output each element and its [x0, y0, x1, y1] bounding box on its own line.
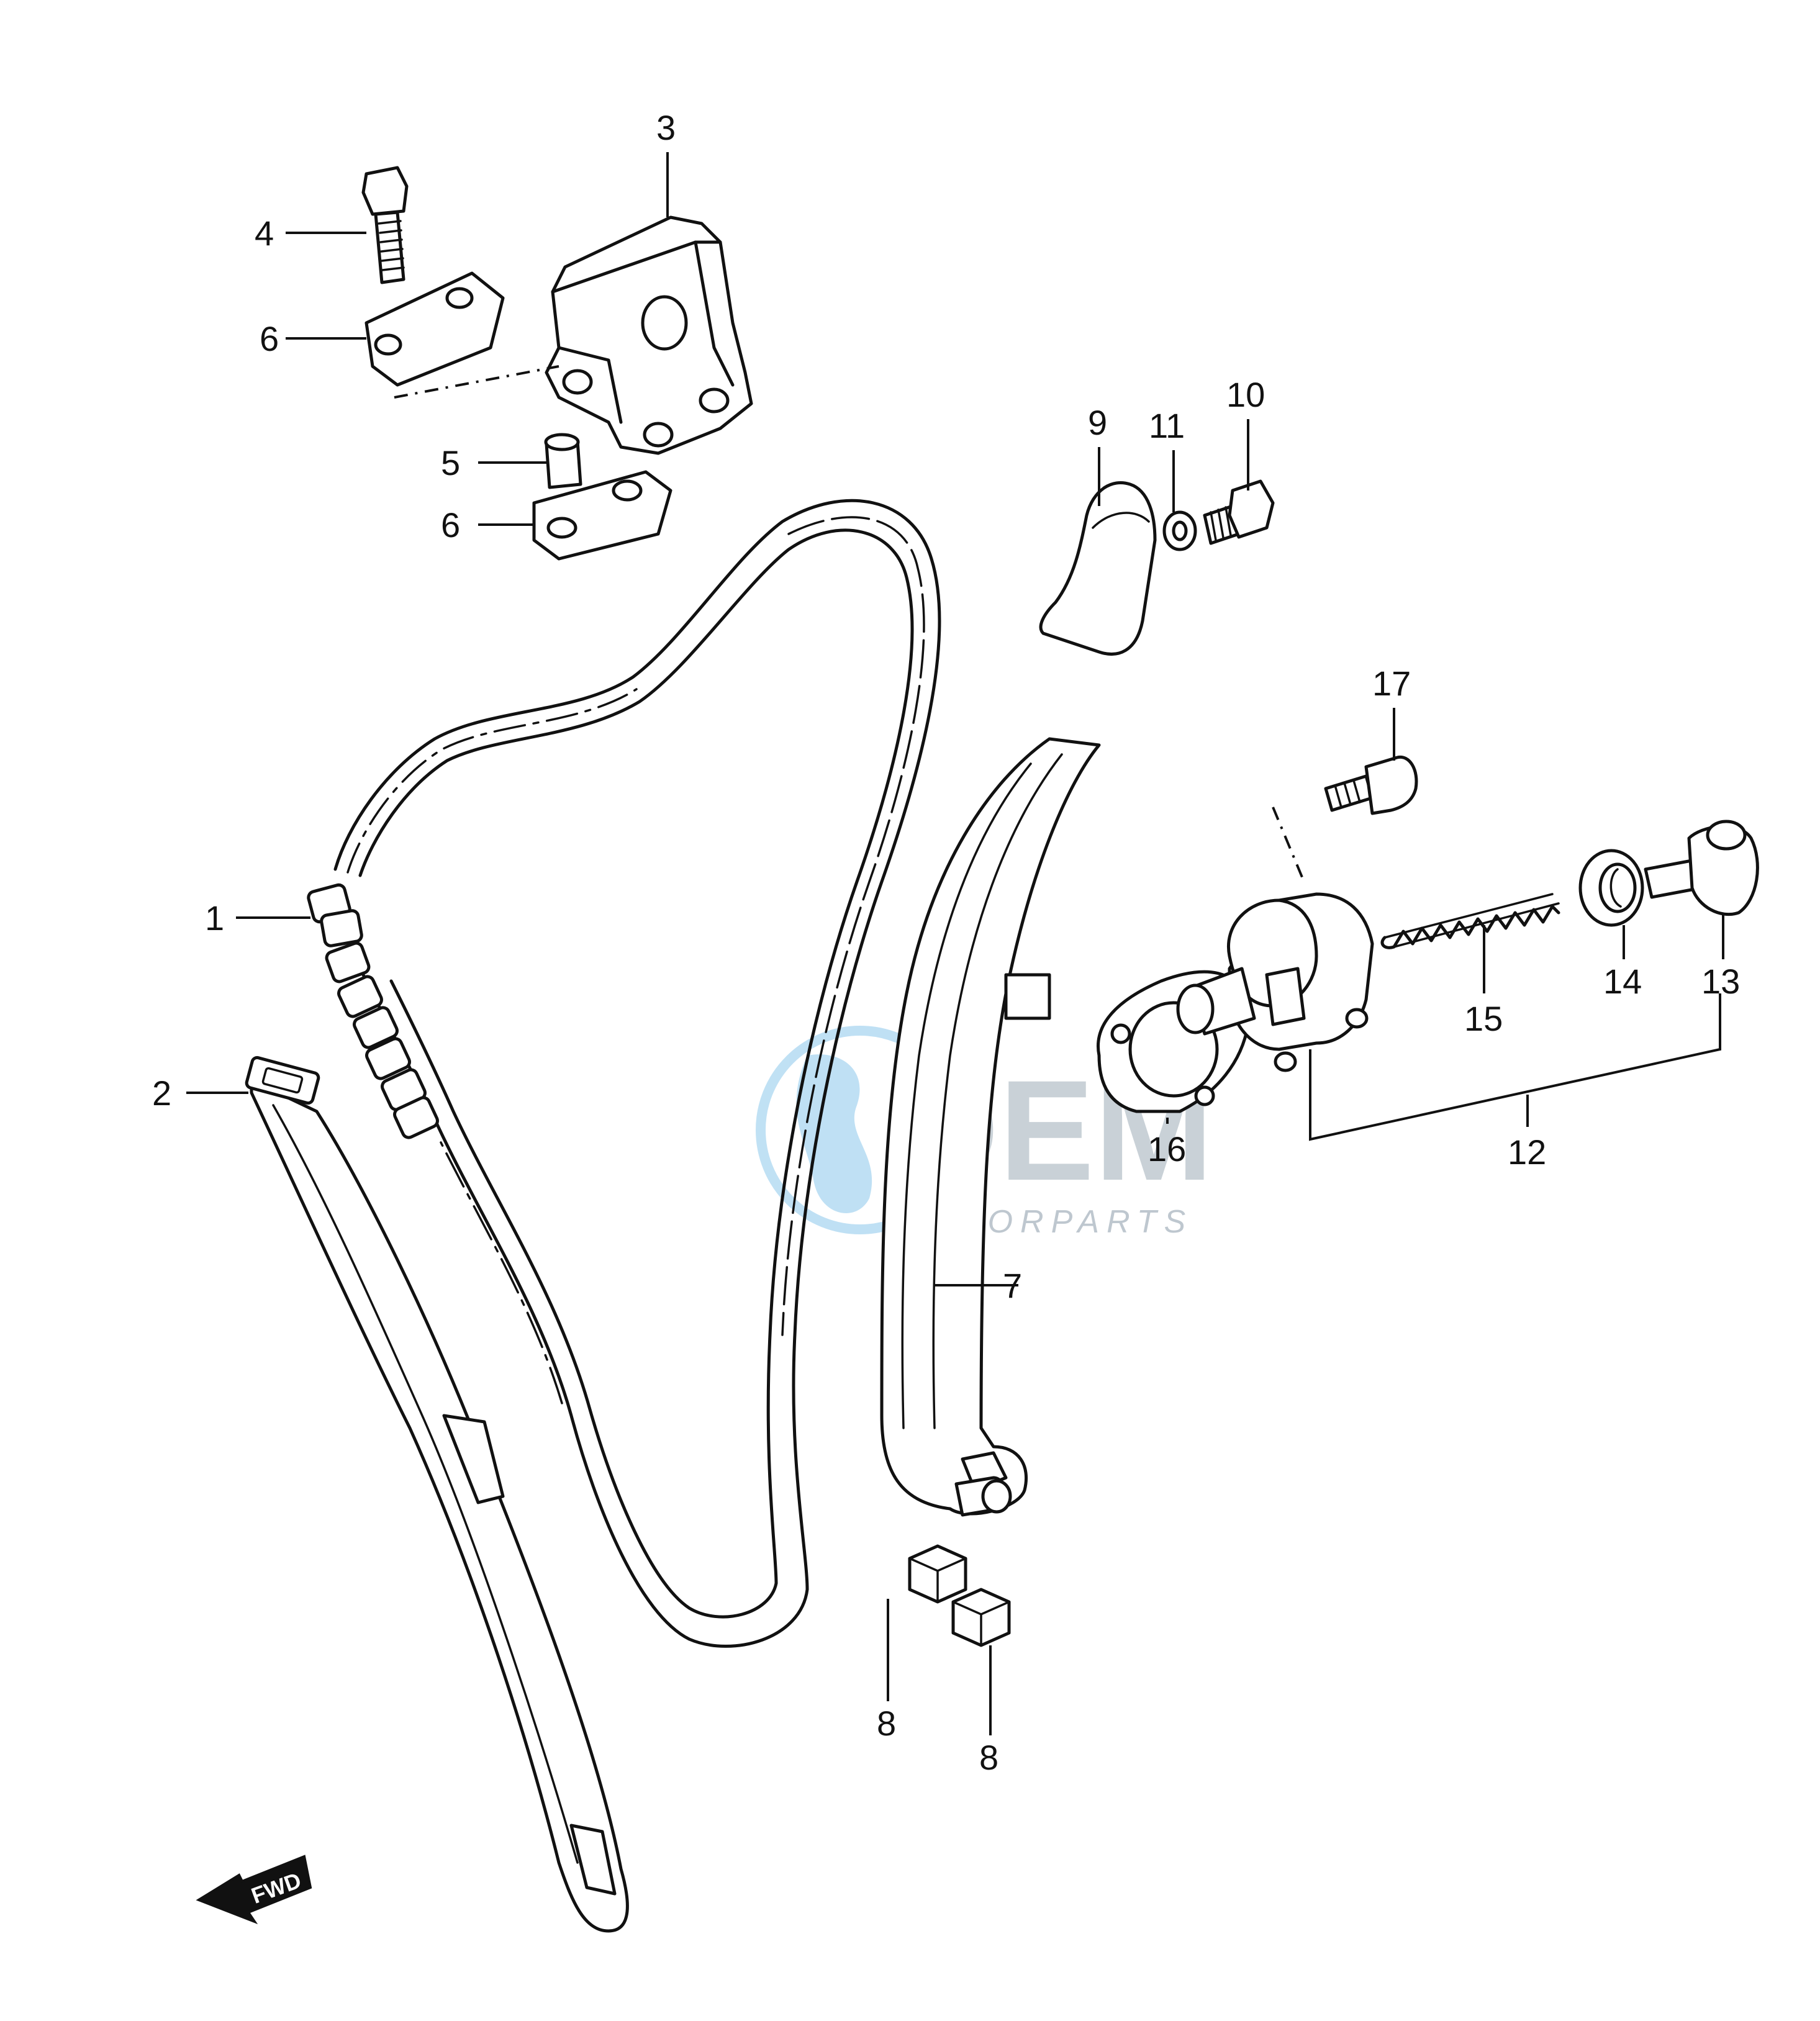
callout-11: 11: [1149, 406, 1185, 445]
damper-8-a: [908, 1544, 967, 1604]
assembly-line-tensioner: [1272, 807, 1305, 882]
callout-3: 3: [656, 108, 676, 147]
bolt-4: [361, 166, 409, 284]
callout-17: 17: [1372, 664, 1411, 703]
callout-14: 14: [1603, 962, 1642, 1001]
callout-16: 16: [1148, 1129, 1186, 1169]
callout-13: 13: [1701, 962, 1740, 1001]
washer-11: [1162, 510, 1197, 551]
callouts: 3 4 6 5 6 1 2 7 8 8 9 11 10 17 16 15 14 …: [152, 108, 1740, 1777]
dowel-pin-5: [544, 433, 582, 489]
chain-guide-tensioner: [880, 737, 1101, 1517]
chain-guide-front: [245, 1056, 629, 1933]
callout-12: 12: [1508, 1133, 1546, 1172]
callout-5: 5: [441, 443, 460, 482]
bolt-10: [1203, 479, 1275, 545]
callout-9: 9: [1088, 403, 1107, 442]
damper-8-b: [951, 1588, 1011, 1647]
callout-6-lower: 6: [441, 505, 460, 545]
leader-lines: [186, 152, 1724, 1735]
guide-bracket: [545, 215, 753, 455]
callout-7: 7: [1003, 1266, 1022, 1305]
push-rod-13: [1644, 820, 1759, 916]
tensioner-body: [1176, 892, 1374, 1072]
callout-8-a: 8: [877, 1704, 896, 1743]
plate-6-lower: [532, 470, 672, 561]
spring-15: [1380, 893, 1560, 949]
bolt-17: [1324, 755, 1418, 815]
callout-4: 4: [255, 214, 274, 253]
plate-6-upper: [364, 271, 505, 387]
callout-8-b: 8: [979, 1738, 998, 1777]
callout-15: 15: [1464, 999, 1503, 1038]
washer-14: [1578, 849, 1644, 927]
callout-1: 1: [205, 898, 224, 938]
arrow-left-icon: FWD: [196, 1855, 312, 1925]
guide-pad-9: [1039, 481, 1157, 656]
callout-2: 2: [152, 1074, 171, 1113]
cam-chain: [307, 499, 941, 1648]
callout-10: 10: [1226, 375, 1265, 414]
assembly-line-upper: [394, 365, 559, 399]
callout-6-upper: 6: [260, 319, 279, 358]
